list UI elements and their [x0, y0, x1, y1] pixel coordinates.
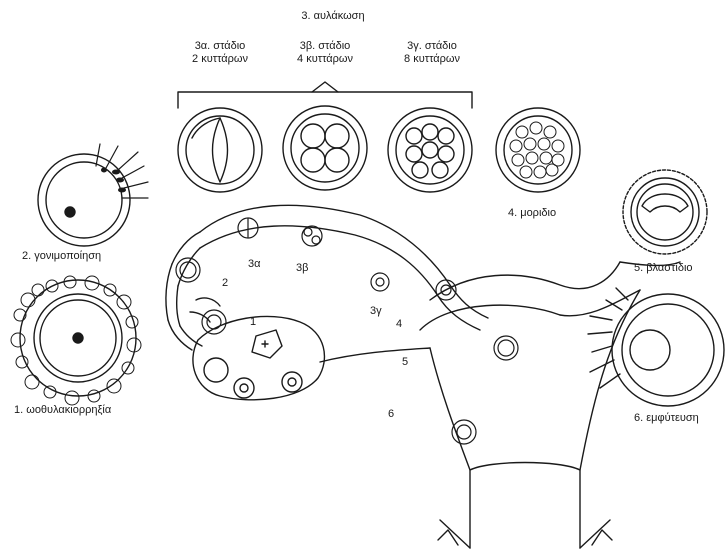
fimbriae	[166, 232, 220, 350]
path-number-2: 2	[222, 277, 228, 290]
morula	[496, 108, 580, 192]
uterus	[420, 262, 680, 548]
path-number-3c: 3γ	[370, 305, 382, 318]
path-number-6: 6	[388, 408, 394, 421]
stage-a-line1: 3α. στάδιο	[180, 40, 260, 53]
fertilization-egg	[38, 144, 148, 246]
path-number-3a: 3α	[248, 258, 260, 271]
blastocyst	[623, 170, 707, 254]
path-number-5: 5	[402, 356, 408, 369]
cleavage-title: 3. αυλάκωση	[278, 10, 388, 23]
fertilization-label: 2. γονιμοποίηση	[22, 250, 101, 263]
stage-c-line1: 3γ. στάδιο	[392, 40, 472, 53]
ovulation-label: 1. ωοθυλακιορρηξία	[14, 404, 111, 417]
cleavage-8-cell	[388, 108, 472, 192]
morula-label: 4. μοριδιο	[508, 207, 556, 220]
ovarian-ligament	[320, 348, 430, 362]
path-number-4: 4	[396, 318, 402, 331]
cleavage-bracket	[178, 82, 472, 108]
stage-a-label: 3α. στάδιο 2 κυττάρων	[180, 40, 260, 66]
path-number-1: 1	[250, 316, 256, 329]
path-number-3b: 3β	[296, 262, 308, 275]
fallopian-tube	[200, 205, 488, 318]
cleavage-2-cell	[178, 108, 262, 192]
stage-b-label: 3β. στάδιο 4 κυττάρων	[285, 40, 365, 66]
stage-c-label: 3γ. στάδιο 8 κυττάρων	[392, 40, 472, 66]
implantation-label: 6. εμφύτευση	[634, 412, 699, 425]
stage-b-line1: 3β. στάδιο	[285, 40, 365, 53]
blastocyst-label: 5. βλαστίδιο	[634, 262, 693, 275]
follicle-ovulation	[11, 276, 141, 405]
cleavage-4-cell	[283, 106, 367, 190]
stage-c-line2: 8 κυττάρων	[392, 53, 472, 66]
stage-a-line2: 2 κυττάρων	[180, 53, 260, 66]
path-embryos	[176, 218, 518, 444]
stage-b-line2: 4 κυττάρων	[285, 53, 365, 66]
